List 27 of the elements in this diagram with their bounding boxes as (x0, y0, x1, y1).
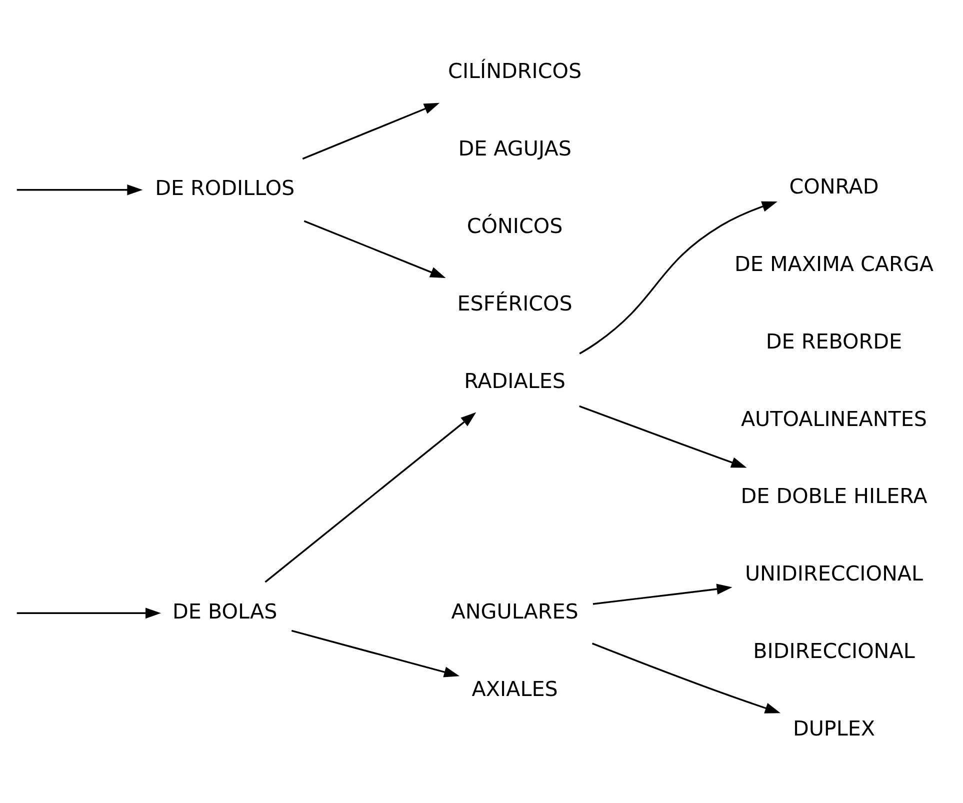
arrow (579, 405, 747, 468)
arrow (16, 184, 143, 196)
node-text: RADIALES (464, 368, 566, 393)
arrow (592, 642, 781, 714)
node-text: CÓNICOS (466, 214, 563, 238)
node-text: DE REBORDE (766, 329, 902, 354)
node-text: AUTOALINEANTES (740, 406, 928, 431)
node-text: UNIDIRECCIONAL (744, 562, 924, 586)
node-text: BIDIRECCIONAL (753, 639, 915, 664)
arrow (291, 630, 460, 678)
node-text: DUPLEX (792, 716, 876, 740)
arrow (579, 201, 778, 354)
node-text: AXIALES (472, 676, 558, 701)
node-text: DE AGUJAS (458, 136, 572, 161)
node-text: ESFÉRICOS (457, 291, 572, 316)
node-text: DE MAXIMA CARGA (734, 252, 934, 276)
node-text: DE BOLAS (172, 599, 278, 624)
arrow (16, 608, 162, 619)
arrow (302, 102, 440, 160)
arrow (592, 584, 732, 605)
node-text: DE DOBLE HILERA (740, 484, 928, 508)
node-text: CONRAD (789, 174, 879, 198)
node-text: CILÍNDRICOS (448, 59, 582, 84)
arrow (264, 412, 476, 583)
node-text: ANGULARES (451, 599, 578, 624)
arrow (304, 220, 446, 278)
node-text: DE RODILLOS (155, 176, 295, 200)
